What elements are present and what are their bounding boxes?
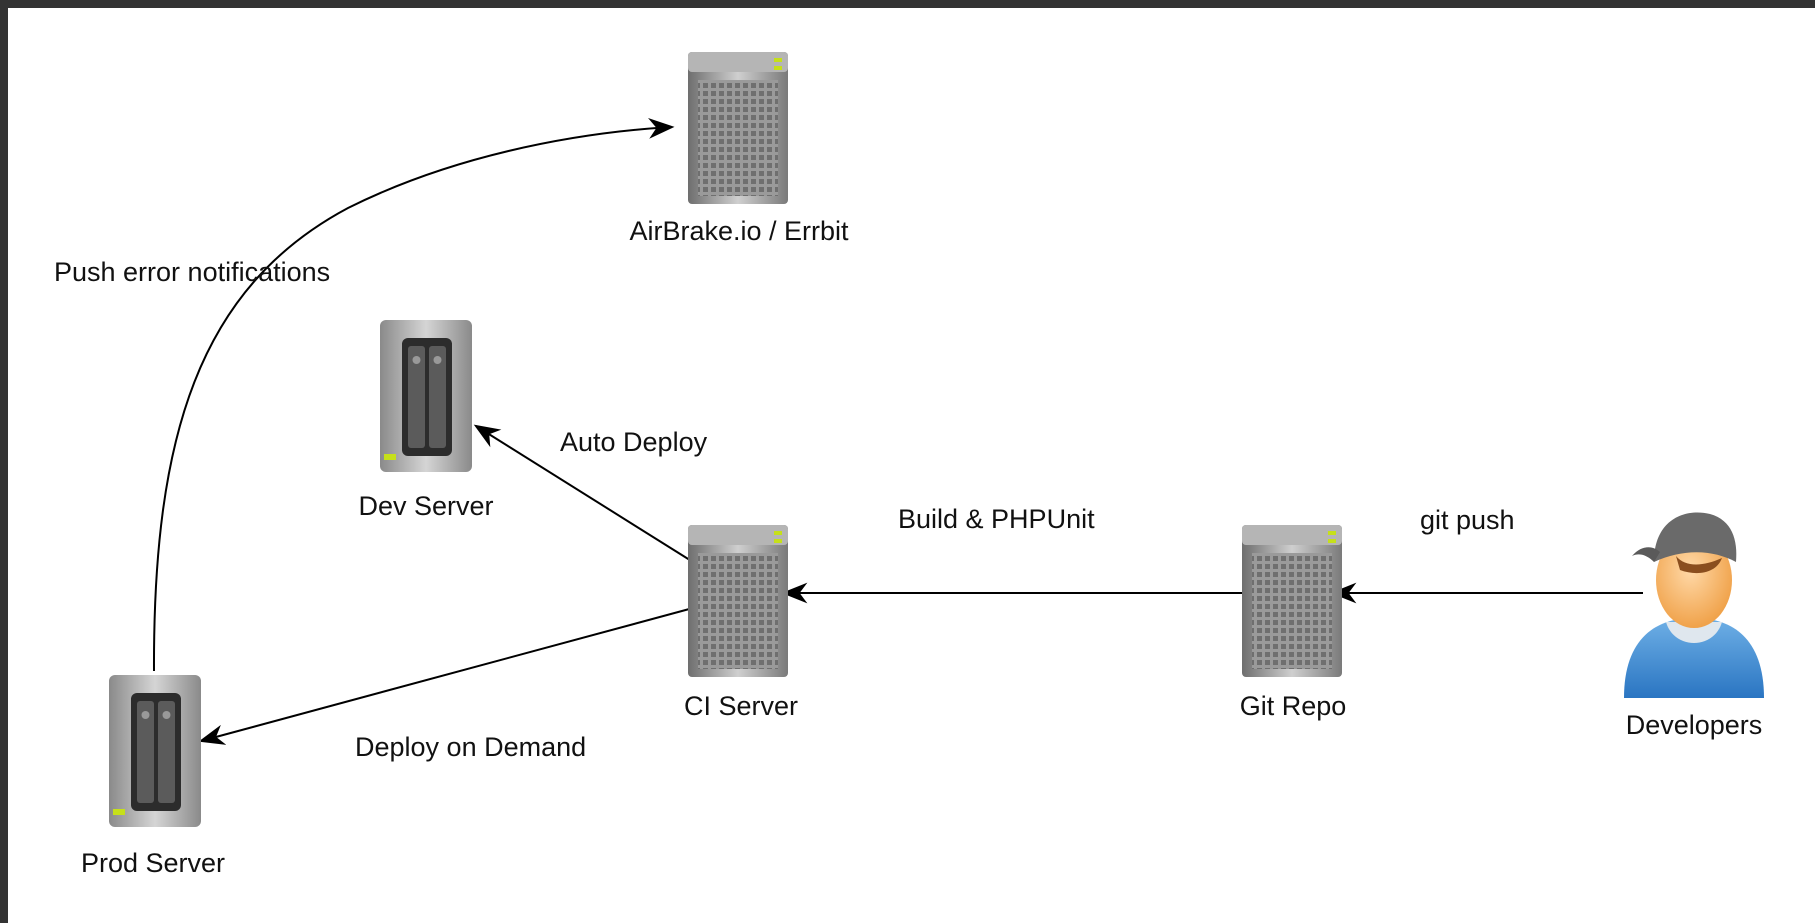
rack-server-icon <box>688 52 788 204</box>
developer-person-icon <box>1624 512 1764 698</box>
developers-label: Developers <box>1625 710 1763 740</box>
edge-deploy-on-demand <box>198 607 694 745</box>
build-phpunit-label: Build & PHPUnit <box>898 504 1095 534</box>
edge-push-error-notifications <box>152 117 675 672</box>
diagram-canvas: AirBrake.io / Errbit Dev Server CI Serve… <box>8 8 1815 923</box>
nas-server-icon <box>109 675 201 827</box>
rack-server-icon <box>688 525 788 677</box>
ci-server-label: CI Server <box>683 691 799 721</box>
edge-auto-deploy <box>473 424 694 563</box>
dev-server-label: Dev Server <box>358 491 494 521</box>
nas-server-icon <box>380 320 472 472</box>
git-push-label: git push <box>1420 505 1515 535</box>
auto-deploy-label: Auto Deploy <box>560 427 708 457</box>
prod-server-label: Prod Server <box>80 848 226 878</box>
deploy-on-demand-label: Deploy on Demand <box>355 732 587 762</box>
rack-server-icon <box>1242 525 1342 677</box>
git-repo-label: Git Repo <box>1239 691 1347 721</box>
airbrake-label: AirBrake.io / Errbit <box>629 216 849 246</box>
connectors <box>152 117 1643 745</box>
push-error-notifications-label: Push error notifications <box>54 257 331 287</box>
